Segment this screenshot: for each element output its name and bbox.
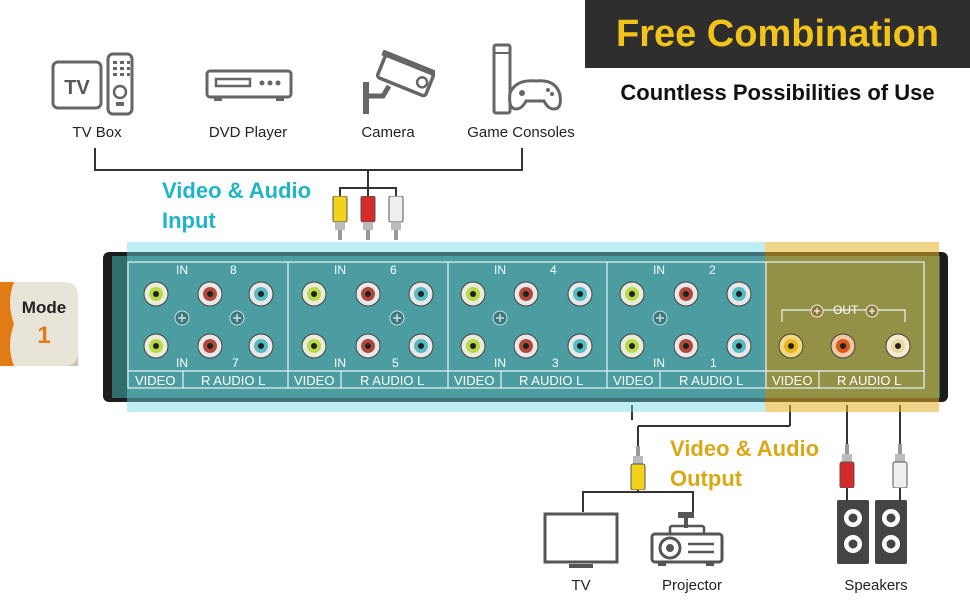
panel-audio-label: R AUDIO L: [360, 373, 425, 388]
rca-plug-yellow-input-icon: [332, 195, 348, 245]
rca-plug-yellow-output-icon: [630, 446, 646, 495]
panel-video-label: VIDEO: [613, 373, 654, 388]
mode-badge: [0, 282, 78, 366]
jack-audio-r-in2-icon[interactable]: [672, 280, 700, 308]
jack-audio-l-out-icon[interactable]: [884, 332, 912, 360]
jack-audio-l-in8-icon[interactable]: [247, 280, 275, 308]
tv-box-icon-text: TV: [64, 77, 90, 99]
screw-icon: [174, 310, 190, 326]
panel-in-label: IN: [334, 263, 346, 277]
jack-video-out-icon[interactable]: [777, 332, 805, 360]
panel-in-number: 2: [709, 263, 716, 277]
jack-video-in4-icon[interactable]: [459, 280, 487, 308]
jack-audio-r-out-icon[interactable]: [829, 332, 857, 360]
mode-value: 1: [37, 322, 51, 349]
device-label-tv: TV: [571, 577, 591, 594]
panel-video-label: VIDEO: [772, 373, 813, 388]
jack-audio-r-in8-icon[interactable]: [196, 280, 224, 308]
jack-audio-l-in3-icon[interactable]: [566, 332, 594, 360]
panel-in-label: IN: [653, 263, 665, 277]
device-label-tv-box: TV Box: [72, 124, 122, 141]
panel-in-number: 5: [392, 356, 399, 370]
panel-in-label: IN: [494, 263, 506, 277]
panel-audio-label: R AUDIO L: [201, 373, 266, 388]
camera-icon: [355, 50, 435, 116]
device-label-dvd-player: DVD Player: [208, 124, 288, 141]
jack-audio-r-in7-icon[interactable]: [196, 332, 224, 360]
jack-audio-l-in7-icon[interactable]: [247, 332, 275, 360]
panel-in-number: 1: [710, 356, 717, 370]
title-banner: [585, 0, 970, 68]
tv-icon: [543, 512, 621, 577]
screw-icon: [810, 304, 824, 318]
device-label-speakers: Speakers: [844, 577, 908, 594]
output-label-line1: Video & Audio: [670, 436, 820, 461]
jack-video-in5-icon[interactable]: [300, 332, 328, 360]
rca-plug-red-input-icon: [360, 195, 376, 245]
output-section-highlight: [765, 242, 939, 412]
device-label-projector: Projector: [661, 577, 723, 594]
rca-plug-white-input-icon: [388, 195, 404, 245]
jack-audio-l-in6-icon[interactable]: [407, 280, 435, 308]
jack-audio-l-in1-icon[interactable]: [725, 332, 753, 360]
jack-video-in8-icon[interactable]: [142, 280, 170, 308]
input-section-highlight: [127, 242, 765, 412]
panel-out-label: OUT: [833, 303, 859, 317]
panel-in-number: 8: [230, 263, 237, 277]
device-label-game-consoles: Game Consoles: [467, 124, 575, 141]
panel-in-label: IN: [176, 263, 188, 277]
jack-audio-r-in3-icon[interactable]: [512, 332, 540, 360]
screw-icon: [652, 310, 668, 326]
panel-video-label: VIDEO: [454, 373, 495, 388]
jack-audio-r-in6-icon[interactable]: [354, 280, 382, 308]
jack-audio-l-in4-icon[interactable]: [566, 280, 594, 308]
input-label-line1: Video & Audio: [162, 178, 312, 203]
jack-audio-l-in2-icon[interactable]: [725, 280, 753, 308]
panel-audio-label: R AUDIO L: [679, 373, 744, 388]
screw-icon: [865, 304, 879, 318]
panel-video-label: VIDEO: [135, 373, 176, 388]
page-title: Free Combination: [615, 13, 940, 55]
input-label-line2: Input: [162, 208, 216, 233]
output-label-line2: Output: [670, 466, 743, 491]
screw-icon: [492, 310, 508, 326]
jack-audio-r-in1-icon[interactable]: [672, 332, 700, 360]
panel-in-label: IN: [494, 356, 506, 370]
screw-icon: [229, 310, 245, 326]
projector-icon: [648, 510, 728, 575]
jack-video-in2-icon[interactable]: [618, 280, 646, 308]
panel-in-number: 6: [390, 263, 397, 277]
dvd-player-icon: [204, 68, 294, 102]
mode-label: Mode: [21, 298, 67, 317]
panel-in-number: 4: [550, 263, 557, 277]
rca-plug-red-output-icon: [839, 444, 855, 493]
panel-in-label: IN: [176, 356, 188, 370]
jack-video-in3-icon[interactable]: [459, 332, 487, 360]
jack-video-in7-icon[interactable]: [142, 332, 170, 360]
panel-in-label: IN: [653, 356, 665, 370]
jack-audio-l-in5-icon[interactable]: [407, 332, 435, 360]
screw-icon: [389, 310, 405, 326]
game-console-icon: [486, 43, 562, 117]
jack-video-in6-icon[interactable]: [300, 280, 328, 308]
panel-in-number: 3: [552, 356, 559, 370]
jack-audio-r-in5-icon[interactable]: [354, 332, 382, 360]
page-subtitle: Countless Possibilities of Use: [620, 80, 935, 105]
panel-audio-label: R AUDIO L: [519, 373, 584, 388]
device-label-camera: Camera: [361, 124, 415, 141]
jack-video-in1-icon[interactable]: [618, 332, 646, 360]
tv-box-icon: TV: [50, 52, 140, 116]
panel-in-number: 7: [232, 356, 239, 370]
jack-audio-r-in4-icon[interactable]: [512, 280, 540, 308]
panel-audio-label: R AUDIO L: [837, 373, 902, 388]
speakers-icon: [833, 498, 913, 573]
panel-in-label: IN: [334, 356, 346, 370]
panel-video-label: VIDEO: [294, 373, 335, 388]
rca-plug-white-output-icon: [892, 444, 908, 493]
